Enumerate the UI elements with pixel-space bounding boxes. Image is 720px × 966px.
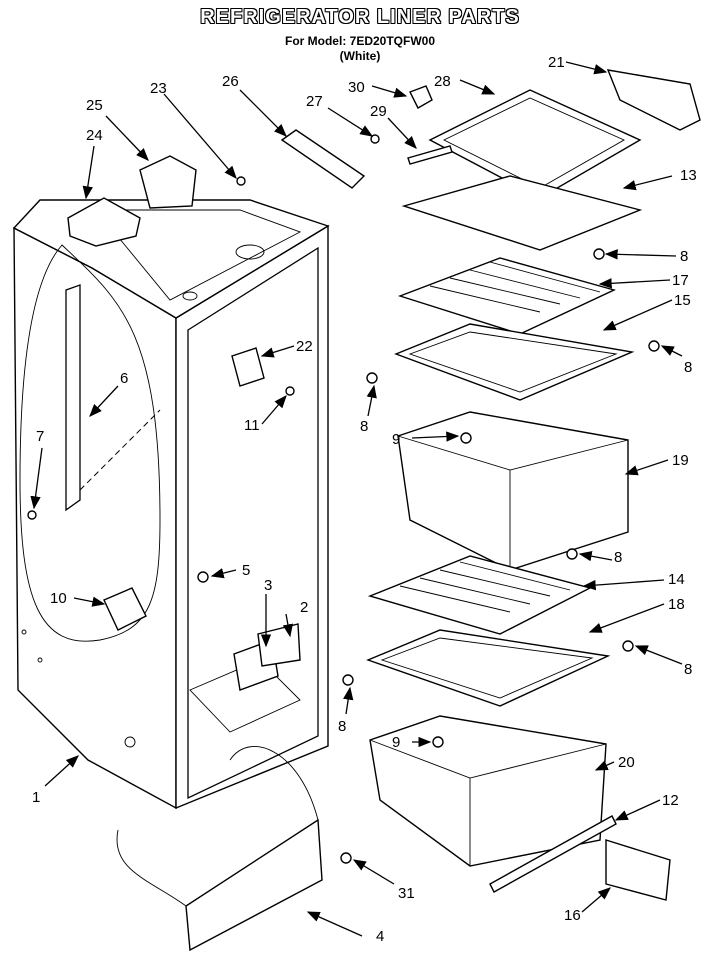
part-19-crisper-drawer — [397, 411, 629, 571]
callout-2: 2 — [300, 599, 308, 616]
callout-12: 12 — [662, 792, 679, 809]
callout-23: 23 — [150, 80, 167, 97]
part-25-housing — [139, 155, 197, 209]
part-26-channel — [280, 129, 366, 189]
callout-8-f: 8 — [338, 718, 346, 735]
model-line: For Model: 7ED20TQFW00 — [284, 34, 436, 48]
callout-6: 6 — [120, 370, 128, 387]
diagram-title: REFRIGERATOR LINER PARTS — [200, 6, 520, 28]
leader-lines — [30, 61, 683, 937]
callout-31: 31 — [398, 885, 415, 902]
liner-cabinet — [12, 199, 330, 810]
callout-7: 7 — [36, 428, 44, 445]
callout-30: 30 — [348, 79, 365, 96]
callout-20: 20 — [618, 754, 635, 771]
callout-24: 24 — [86, 127, 103, 144]
part-18-crisper-frame — [366, 629, 611, 707]
callout-9-a: 9 — [392, 431, 400, 448]
part-24-control — [67, 197, 141, 247]
part-17-wire-shelf — [397, 257, 617, 335]
callout-8-d: 8 — [360, 418, 368, 435]
callout-26: 26 — [222, 73, 239, 90]
callout-18: 18 — [668, 596, 685, 613]
callout-3: 3 — [264, 577, 272, 594]
part-21-dairy-bin — [606, 69, 701, 131]
callout-9-b: 9 — [392, 734, 400, 751]
color-line: (White) — [339, 49, 381, 63]
callout-29: 29 — [370, 103, 387, 120]
callout-labels: 1 2 3 4 5 6 7 8 8 8 8 8 8 9 9 10 11 12 1… — [32, 54, 697, 945]
callout-15: 15 — [674, 292, 691, 309]
callout-11: 11 — [244, 417, 260, 434]
part-14-wire-shelf — [367, 555, 592, 635]
part-4-cover — [185, 818, 323, 952]
callout-27: 27 — [306, 93, 323, 110]
callout-1: 1 — [32, 789, 40, 806]
part-12-trim — [489, 815, 617, 893]
callout-8-e: 8 — [684, 661, 692, 678]
part-22-bracket — [231, 347, 265, 387]
part-16-plate — [605, 839, 671, 901]
callout-5: 5 — [242, 562, 250, 579]
callout-16: 16 — [564, 907, 581, 924]
part-15-crisper-frame — [394, 323, 635, 401]
callout-28: 28 — [434, 73, 451, 90]
callout-14: 14 — [668, 571, 685, 588]
callout-22: 22 — [296, 338, 313, 355]
callout-4: 4 — [376, 928, 384, 945]
part-29-rail — [407, 145, 453, 165]
part-28-cover-frame — [428, 89, 642, 199]
callout-8-b: 8 — [680, 248, 688, 265]
part-10-vent — [103, 587, 147, 631]
callout-19: 19 — [672, 452, 689, 469]
callout-21: 21 — [548, 54, 565, 71]
part-20-crisper-drawer — [369, 715, 607, 867]
callout-25: 25 — [86, 97, 103, 114]
callout-10: 10 — [50, 590, 67, 607]
part-13-shelf — [401, 175, 643, 251]
fasteners — [27, 134, 660, 864]
callout-13: 13 — [680, 167, 697, 184]
callout-17: 17 — [672, 272, 689, 289]
callout-8-a: 8 — [614, 549, 622, 566]
callout-8-c: 8 — [684, 359, 692, 376]
part-30-clip — [409, 85, 433, 109]
